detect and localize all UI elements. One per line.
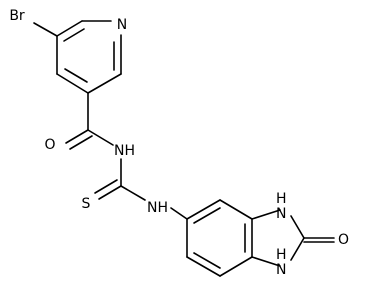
imidazolone-ring: H N H N O (251, 191, 349, 278)
bond-nh-to-benzene (170, 207, 188, 220)
benzene-ring (186, 199, 253, 277)
bond-benz-1 (186, 199, 221, 220)
bond-pyr-4 (87, 73, 122, 94)
bond-benz-inner-3 (193, 252, 221, 269)
bond-pyr-inner-1 (63, 28, 85, 42)
bromo-substituent: Br (9, 8, 58, 37)
thiourea-linker: S NH (82, 158, 168, 216)
bond-benz-2 (219, 199, 253, 220)
bond-pyr-inner-3 (64, 68, 88, 83)
pyridine-ring (56, 20, 122, 94)
ring-nh-top-h-label: H (276, 191, 287, 207)
bond-thiocarbonyl-1 (98, 185, 122, 200)
bond-carbonyl-o-1 (65, 129, 89, 144)
bond-imid-carbonyl-to-bottom (290, 237, 305, 261)
bond-carbonyl-to-nh (87, 129, 114, 146)
carbonyl-oxygen-label: O (44, 137, 55, 153)
bond-thiocarbonyl-2 (94, 179, 118, 194)
bond-imid-bottom (251, 256, 281, 267)
urea-oxygen-label: O (338, 232, 349, 248)
bond-br (33, 22, 58, 37)
bromine-atom-label: Br (9, 8, 25, 24)
amide-nh-label: NH (114, 143, 135, 159)
bond-carbonyl-o-2 (69, 135, 93, 150)
bond-pyr-1 (56, 20, 83, 37)
aryl-nh-label: NH (147, 200, 168, 216)
sulfur-atom-label: S (82, 196, 91, 212)
bond-pyr-5 (56, 73, 89, 94)
bond-benz-4 (219, 256, 253, 277)
bond-imid-top-to-carbonyl (290, 215, 305, 239)
ring-nh-top-n-label: N (276, 206, 286, 222)
pyridine-nitrogen-label: N (117, 17, 127, 33)
amide-linker: O NH (44, 92, 135, 159)
ring-nh-bottom-h-label: H (276, 247, 287, 263)
bond-thiocarbon-to-nh (120, 185, 146, 201)
bond-imid-top (251, 209, 281, 220)
bond-benz-inner-1 (193, 207, 221, 224)
ring-nh-bottom-n-label: N (276, 262, 286, 278)
bond-benz-5 (186, 256, 221, 277)
